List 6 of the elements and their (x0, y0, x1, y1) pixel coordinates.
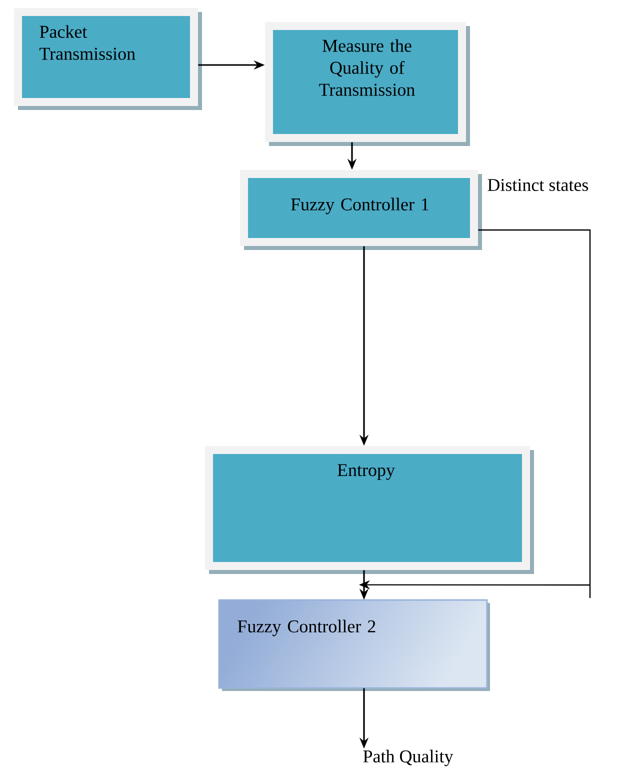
edge-label: Distinct states (486, 178, 590, 192)
process-box: Fuzzy Controller 1 (240, 170, 482, 250)
process-box: Fuzzy Controller 2 (218, 599, 490, 691)
process-box: Entropy (205, 446, 534, 574)
process-box: Measure the Quality of Transmission (265, 22, 470, 146)
process-box: Packet Transmission (14, 8, 202, 110)
